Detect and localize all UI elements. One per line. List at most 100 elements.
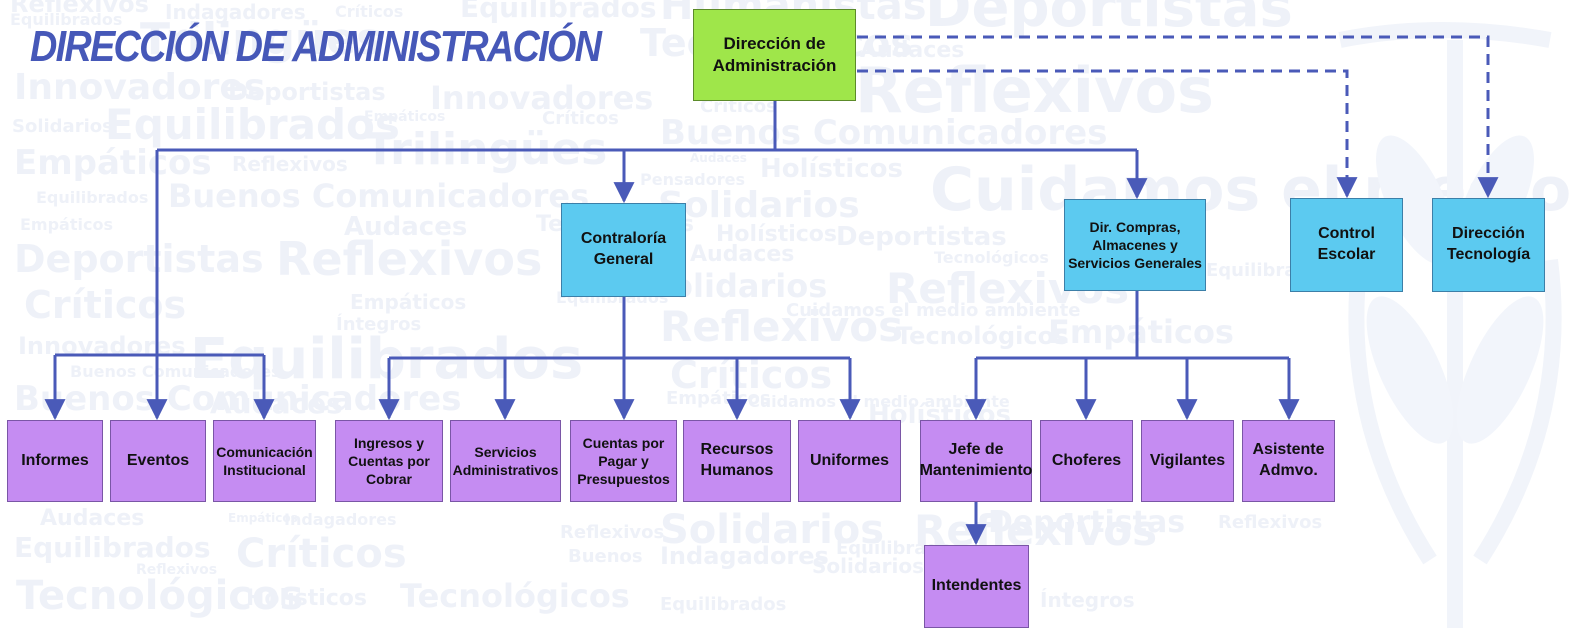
background-word: Reflexivos bbox=[1218, 512, 1323, 533]
node-ingresos-cuentas-por-cobrar: Ingresos y Cuentas por Cobrar bbox=[335, 420, 443, 502]
background-word: Deportistas bbox=[988, 505, 1186, 540]
background-word: Audaces bbox=[344, 212, 468, 242]
dashed-connector-to-tecnologia bbox=[857, 35, 1499, 199]
background-word: Reflexivos bbox=[276, 232, 543, 286]
background-word: Empáticos bbox=[364, 109, 446, 125]
node-label: Comunicación Institucional bbox=[216, 443, 313, 478]
node-label: Dirección Tecnología bbox=[1446, 225, 1531, 263]
background-word: Innovadores bbox=[430, 79, 654, 117]
node-dir-compras: Dir. Compras, Almacenes y Servicios Gene… bbox=[1064, 199, 1206, 291]
node-choferes: Choferes bbox=[1040, 420, 1133, 502]
background-word: Tecnológicos bbox=[400, 577, 630, 615]
node-comunicacion-institucional: Comunicación Institucional bbox=[213, 420, 316, 502]
node-control-escolar: Control Escolar bbox=[1290, 198, 1403, 292]
node-label: Eventos bbox=[126, 451, 190, 469]
node-label: Contraloría General bbox=[580, 230, 667, 268]
background-word: Buenos bbox=[568, 546, 643, 567]
background-word: Reflexivos bbox=[136, 562, 218, 578]
node-recursos-humanos: Recursos Humanos bbox=[683, 420, 791, 502]
node-label: Choferes bbox=[1051, 451, 1122, 469]
background-word: Deportistas bbox=[925, 0, 1293, 40]
background-word: Equilibrados bbox=[14, 531, 211, 564]
node-label: Dir. Compras, Almacenes y Servicios Gene… bbox=[1068, 218, 1202, 272]
background-word: Audaces bbox=[860, 38, 965, 63]
background-word: Equilibrados bbox=[10, 10, 123, 29]
background-word: Audaces bbox=[690, 151, 747, 165]
node-label: Servicios Administrativos bbox=[452, 443, 559, 478]
background-word: Equilibrados bbox=[460, 0, 657, 24]
node-eventos: Eventos bbox=[110, 420, 206, 502]
background-word: Solidarios bbox=[812, 554, 925, 578]
background-word: Tecnológicos bbox=[896, 322, 1069, 350]
node-label: Cuentas por Pagar y Presupuestos bbox=[577, 434, 670, 488]
background-word: Reflexivos bbox=[232, 152, 348, 176]
node-uniformes: Uniformes bbox=[798, 420, 901, 502]
node-label: Informes bbox=[21, 451, 89, 469]
background-word: Deportistas bbox=[228, 78, 386, 106]
background-word: Buenos Comunicadores bbox=[660, 113, 1108, 153]
background-word: Buenos Comunicadores bbox=[168, 177, 590, 215]
node-label: Dirección de Administración bbox=[712, 33, 837, 75]
background-word: Solidarios bbox=[658, 185, 860, 226]
background-word: Tecnológicos bbox=[16, 573, 304, 619]
background-word: Audaces bbox=[690, 242, 795, 267]
background-word: Solidarios bbox=[660, 507, 885, 553]
background-word: Indagadores bbox=[660, 542, 829, 570]
background-word: Deportistas bbox=[14, 237, 264, 281]
background-word: Holísticos bbox=[716, 222, 838, 247]
background-word: Cuidamos el medio ambiente bbox=[786, 300, 1081, 321]
node-direccion-administracion: Dirección de Administración bbox=[693, 9, 856, 101]
node-label: Ingresos y Cuentas por Cobrar bbox=[348, 434, 430, 488]
background-word: Íntegros bbox=[1040, 588, 1135, 612]
node-servicios-administrativos: Servicios Administrativos bbox=[450, 420, 561, 502]
background-word: Holísticos bbox=[760, 154, 904, 184]
node-direccion-tecnologia: Dirección Tecnología bbox=[1432, 198, 1545, 292]
background-word: Equilibrados bbox=[660, 594, 787, 615]
node-label: Uniformes bbox=[809, 451, 890, 469]
background-word: Solidarios bbox=[12, 116, 113, 137]
node-label: Asistente Admvo. bbox=[1252, 441, 1325, 479]
node-vigilantes: Vigilantes bbox=[1141, 420, 1234, 502]
background-word: Reflexivos bbox=[660, 302, 904, 351]
node-label: Intendentes bbox=[931, 577, 1022, 595]
node-contraloria-general: Contraloría General bbox=[561, 203, 686, 297]
background-word: Reflexivos bbox=[10, 0, 149, 18]
background-word: Holísticos bbox=[246, 586, 368, 611]
background-word: Buenos Comunicadores bbox=[70, 362, 281, 381]
background-word: Trilingües bbox=[140, 14, 383, 65]
background-word: Indagadores bbox=[284, 510, 397, 529]
background-word: Empáticos bbox=[1048, 313, 1234, 351]
background-word: Empáticos bbox=[228, 511, 298, 525]
node-jefe-mantenimiento: Jefe de Mantenimiento bbox=[920, 420, 1032, 502]
background-word: Indagadores bbox=[165, 0, 306, 24]
background-word: Críticos bbox=[335, 2, 404, 21]
background-word: Tecnológicos bbox=[934, 248, 1049, 267]
background-word: Reflexivos bbox=[560, 522, 665, 543]
background-word: Deportistas bbox=[836, 222, 1007, 252]
background-word: Empáticos bbox=[350, 290, 467, 314]
node-cuentas-por-pagar: Cuentas por Pagar y Presupuestos bbox=[570, 420, 677, 502]
background-word: Críticos bbox=[24, 283, 187, 327]
node-label: Recursos Humanos bbox=[700, 441, 774, 479]
background-word: Equilibrados bbox=[105, 100, 400, 149]
background-word: Innovadores bbox=[14, 67, 266, 108]
background-word: Reflexivos bbox=[914, 506, 1158, 555]
node-intendentes: Intendentes bbox=[924, 545, 1029, 628]
node-label: Control Escolar bbox=[1317, 225, 1376, 263]
page-title: DIRECCIÓN DE ADMINISTRACIÓN bbox=[30, 22, 602, 71]
background-word: Críticos bbox=[236, 531, 407, 577]
background-word: Críticos bbox=[542, 108, 619, 129]
background-word: Críticos bbox=[670, 353, 833, 397]
node-label: Jefe de Mantenimiento bbox=[919, 441, 1033, 479]
background-word: Pensadores bbox=[640, 170, 745, 189]
node-label: Vigilantes bbox=[1149, 451, 1226, 469]
background-word: Equilibrados bbox=[36, 188, 149, 207]
background-word: Empáticos bbox=[20, 215, 113, 234]
background-word: Empáticos bbox=[14, 143, 212, 183]
node-informes: Informes bbox=[7, 420, 103, 502]
background-word: Íntegros bbox=[336, 314, 422, 335]
background-word: Críticos bbox=[700, 96, 777, 117]
dashed-connector-to-control-escolar bbox=[857, 69, 1358, 199]
